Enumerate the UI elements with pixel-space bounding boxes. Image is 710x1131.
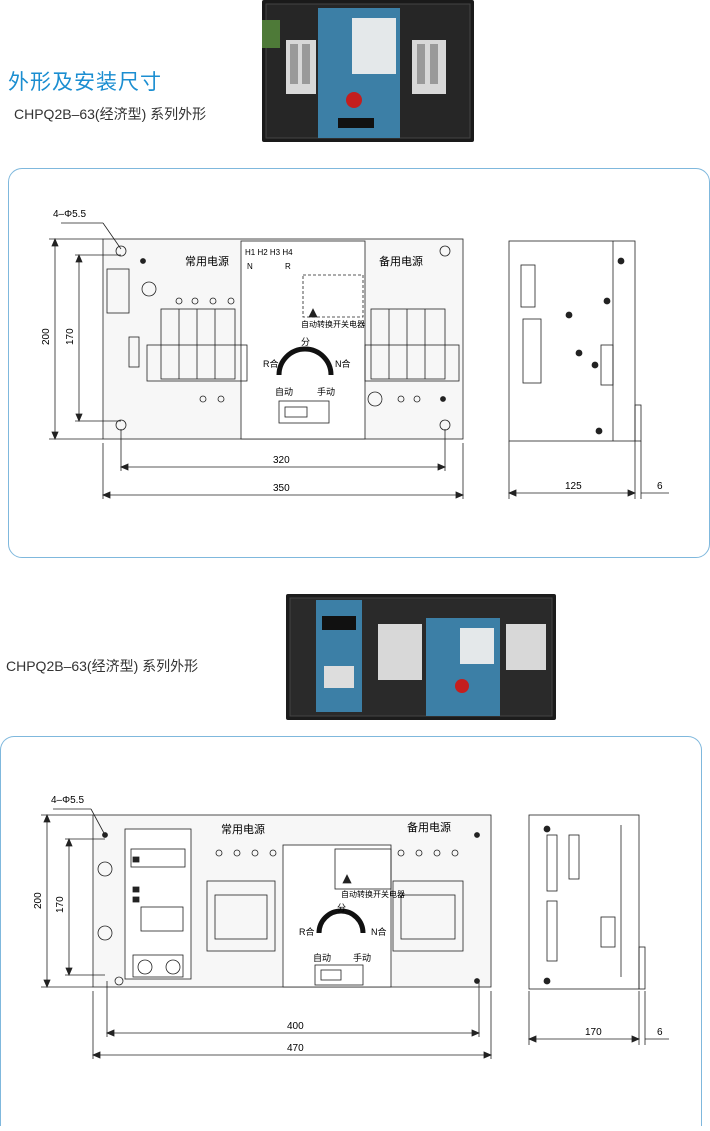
fen-label-2: 分	[337, 903, 346, 913]
dim-height-inner: 170	[65, 328, 76, 345]
dim-width-outer: 350	[273, 483, 290, 494]
drawing-panel-1: 4–Φ5.5 常用电源 备用电源 H1 H2 H3 H4 N R 自动转换开关电…	[8, 168, 710, 558]
drawing-panel-2: 4–Φ5.5 常用电源 备用电源 自动转换开关电器 分 R合 N合 自动 手动 …	[0, 736, 702, 1126]
auto-label: 自动	[275, 386, 293, 397]
dim-depth-2: 170	[585, 1027, 602, 1038]
hole-note-label-2: 4–Φ5.5	[51, 795, 84, 806]
section1-subtitle: CHPQ2B–63(经济型) 系列外形	[14, 106, 207, 122]
dimension-drawing-1: 4–Φ5.5 常用电源 备用电源 H1 H2 H3 H4 N R 自动转换开关电…	[41, 209, 669, 499]
section2-subtitle: CHPQ2B–63(经济型) 系列外形	[6, 658, 199, 674]
dim-depth: 125	[565, 481, 582, 492]
product-photo-1	[262, 0, 474, 142]
hole-note-label: 4–Φ5.5	[53, 209, 86, 220]
h-terminals-label: H1 H2 H3 H4	[245, 248, 293, 257]
auto-label-2: 自动	[313, 952, 331, 963]
backup-power-label-2: 备用电源	[407, 820, 451, 834]
backup-power-label: 备用电源	[379, 254, 423, 268]
controller-label-2: 自动转换开关电器	[341, 889, 405, 899]
dim-width-inner-2: 400	[287, 1021, 304, 1032]
dim-width-outer-2: 470	[287, 1043, 304, 1054]
fen-label: 分	[301, 337, 310, 347]
controller-label: 自动转换开关电器	[301, 319, 365, 329]
r-he-label: R合	[263, 358, 279, 369]
manual-label-2: 手动	[353, 952, 371, 963]
r-terminal-label: R	[285, 262, 291, 271]
dim-height-outer-2: 200	[33, 892, 44, 909]
n-terminal-label: N	[247, 262, 253, 271]
dim-plate: 6	[657, 481, 663, 492]
normal-power-label-2: 常用电源	[221, 822, 265, 836]
n-he-label-2: N合	[371, 926, 387, 937]
normal-power-label: 常用电源	[185, 254, 229, 268]
dim-plate-2: 6	[657, 1027, 663, 1038]
page-heading: 外形及安装尺寸	[8, 71, 162, 94]
product-photo-2	[286, 594, 556, 720]
r-he-label-2: R合	[299, 926, 315, 937]
n-he-label: N合	[335, 358, 351, 369]
manual-label: 手动	[317, 386, 335, 397]
dimension-drawing-2: 4–Φ5.5 常用电源 备用电源 自动转换开关电器 分 R合 N合 自动 手动 …	[33, 795, 669, 1059]
dim-width-inner: 320	[273, 455, 290, 466]
dim-height-outer: 200	[41, 328, 52, 345]
dim-height-inner-2: 170	[55, 896, 66, 913]
